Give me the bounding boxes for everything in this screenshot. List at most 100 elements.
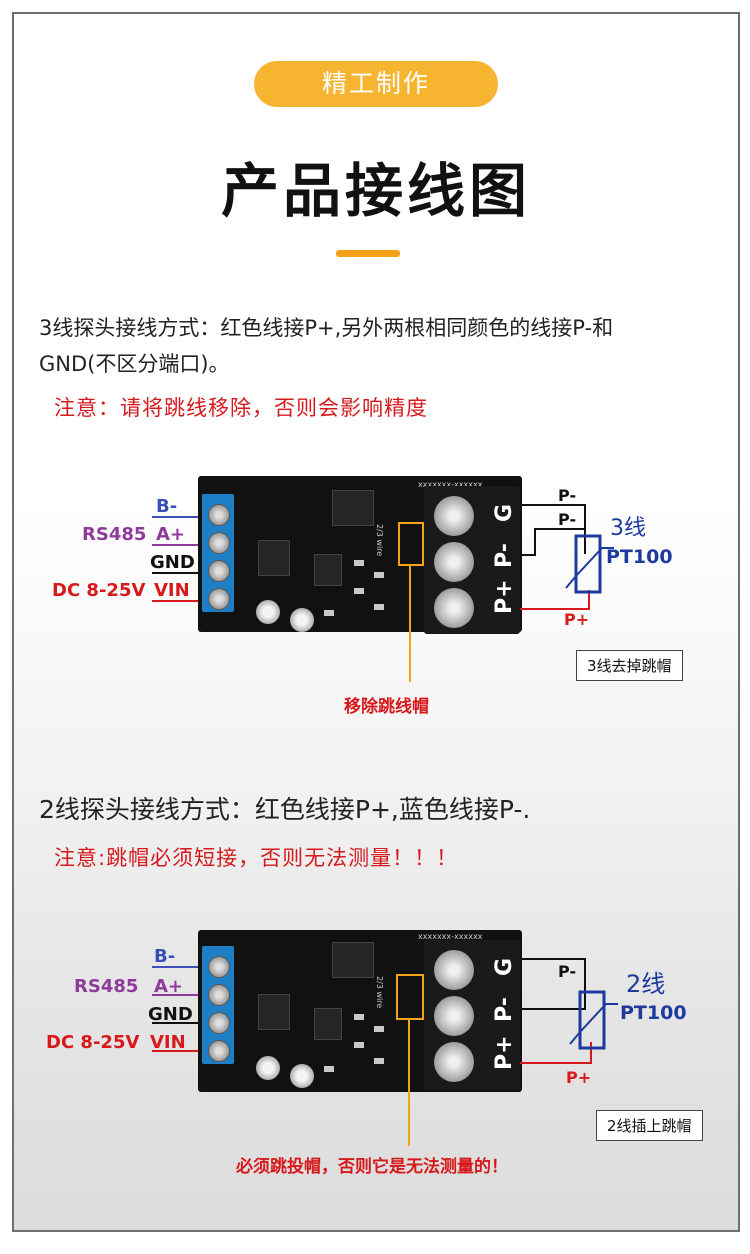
pcb-silk-wire: 2/3 wire	[375, 976, 384, 1009]
probe-wire-red	[590, 1042, 592, 1064]
probe-wire	[520, 1008, 586, 1010]
capacitor	[256, 1056, 280, 1080]
wire-label-p-minus-1: P-	[558, 486, 577, 505]
wire-gnd	[152, 572, 200, 574]
smd-component	[354, 1014, 364, 1020]
probe-wire	[584, 958, 586, 1010]
probe-type-label: 3线	[610, 516, 646, 541]
callout-line	[408, 1018, 410, 1146]
jumper-highlight	[396, 974, 424, 1020]
terminal-label-p-plus: P+	[492, 1035, 517, 1070]
label-dc-range: DC 8-25V	[52, 580, 146, 601]
pcb-silk-top: xxxxxxx-xxxxxx	[418, 932, 483, 941]
wire-a	[152, 544, 200, 546]
probe-wire-red	[520, 608, 590, 610]
terminal-label-p-minus: P-	[492, 543, 517, 568]
label-gnd: GND	[150, 552, 195, 573]
label-dc-range: DC 8-25V	[46, 1032, 140, 1053]
terminal-screw	[208, 1012, 230, 1034]
label-rs485: RS485	[74, 976, 139, 997]
probe-terminal-screw	[434, 1042, 474, 1082]
terminal-screw	[208, 532, 230, 554]
regulator-chip	[258, 540, 290, 576]
terminal-screw	[208, 588, 230, 610]
smd-component	[354, 560, 364, 566]
smd-component	[354, 588, 364, 594]
terminal-label-p-plus: P+	[492, 579, 517, 614]
label-a-plus: A+	[156, 524, 186, 545]
label-rs485: RS485	[82, 524, 147, 545]
capacitor	[290, 1064, 314, 1088]
callout-line	[409, 564, 411, 682]
pt100-label: PT100	[606, 546, 673, 568]
section2-description: 2线探头接线方式：红色线接P+,蓝色线接P-.	[39, 795, 531, 824]
terminal-screw	[208, 560, 230, 582]
label-b-minus: B-	[156, 496, 178, 517]
probe-wire-red	[588, 590, 590, 610]
wire-label-p-plus: P+	[564, 610, 590, 629]
section2-diagram: B- RS485 A+ GND DC 8-25V VIN xxxxxxx-xxx…	[14, 902, 738, 1192]
section1-note: 注意：请将跳线移除，否则会影响精度	[54, 396, 428, 420]
capacitor	[256, 600, 280, 624]
pcb-silk-wire: 2/3 wire	[375, 524, 384, 557]
probe-terminal-screw	[434, 950, 474, 990]
header-badge: 精工制作	[254, 61, 498, 107]
terminal-label-g: G	[492, 957, 517, 976]
wire-vin	[152, 600, 200, 602]
callout-must-jumper: 必须跳投帽，否则它是无法测量的！	[236, 1157, 508, 1177]
caption-2wire: 2线插上跳帽	[596, 1110, 703, 1141]
terminal-screw	[208, 956, 230, 978]
probe-wire	[534, 528, 536, 556]
wire-b	[152, 966, 200, 968]
smd-component	[374, 1058, 384, 1064]
terminal-label-p-minus: P-	[492, 997, 517, 1022]
ic-chip	[332, 942, 374, 978]
smd-component	[374, 604, 384, 610]
smd-component	[324, 610, 334, 616]
section1-desc-line1: 3线探头接线方式：红色线接P+,另外两根相同颜色的线接P-和	[39, 316, 614, 340]
terminal-screw	[208, 984, 230, 1006]
probe-terminal-screw	[434, 996, 474, 1036]
wire-b	[152, 516, 200, 518]
section1-description: 3线探头接线方式：红色线接P+,另外两根相同颜色的线接P-和 GND(不区分端口…	[39, 310, 613, 382]
terminal-screw	[208, 1040, 230, 1062]
label-gnd: GND	[148, 1004, 193, 1025]
jumper-highlight	[398, 522, 424, 566]
probe-terminal-screw	[434, 542, 474, 582]
probe-type-label: 2线	[626, 970, 666, 998]
wire-vin	[152, 1050, 200, 1052]
pcb-silk-top: xxxxxxx-xxxxxx	[418, 480, 483, 489]
probe-terminal-screw	[434, 588, 474, 628]
terminal-screw	[208, 504, 230, 526]
terminal-label-g: G	[492, 503, 517, 522]
smd-component	[354, 1042, 364, 1048]
capacitor	[290, 608, 314, 632]
wire-label-p-minus: P-	[558, 962, 577, 981]
probe-wire-red	[520, 1062, 592, 1064]
probe-wire	[520, 958, 586, 960]
probe-terminal-screw	[434, 496, 474, 536]
section2-note: 注意:跳帽必须短接，否则无法测量！！！	[54, 846, 459, 870]
probe-wire	[520, 504, 586, 506]
ic-chip	[314, 554, 342, 586]
probe-wire	[534, 528, 586, 530]
wire-label-p-minus-2: P-	[558, 510, 577, 529]
label-a-plus: A+	[154, 976, 184, 997]
pt100-label: PT100	[620, 1002, 687, 1024]
smd-component	[374, 572, 384, 578]
title-underline	[336, 250, 400, 257]
pt100-resistor-icon	[569, 990, 618, 1050]
ic-chip	[314, 1008, 342, 1040]
label-vin: VIN	[154, 580, 190, 601]
page-frame: 精工制作 产品接线图 3线探头接线方式：红色线接P+,另外两根相同颜色的线接P-…	[12, 12, 740, 1232]
probe-wire	[520, 554, 536, 556]
label-b-minus: B-	[154, 946, 176, 967]
section1-desc-line2: GND(不区分端口)。	[39, 352, 230, 376]
caption-3wire: 3线去掉跳帽	[576, 650, 683, 681]
section1-diagram: B- RS485 A+ GND DC 8-25V VIN xxxxxxx-xxx…	[14, 444, 738, 717]
regulator-chip	[258, 994, 290, 1030]
wire-label-p-plus: P+	[566, 1068, 592, 1087]
wire-gnd	[152, 1022, 200, 1024]
callout-remove-jumper: 移除跳线帽	[344, 697, 429, 717]
smd-component	[374, 1026, 384, 1032]
